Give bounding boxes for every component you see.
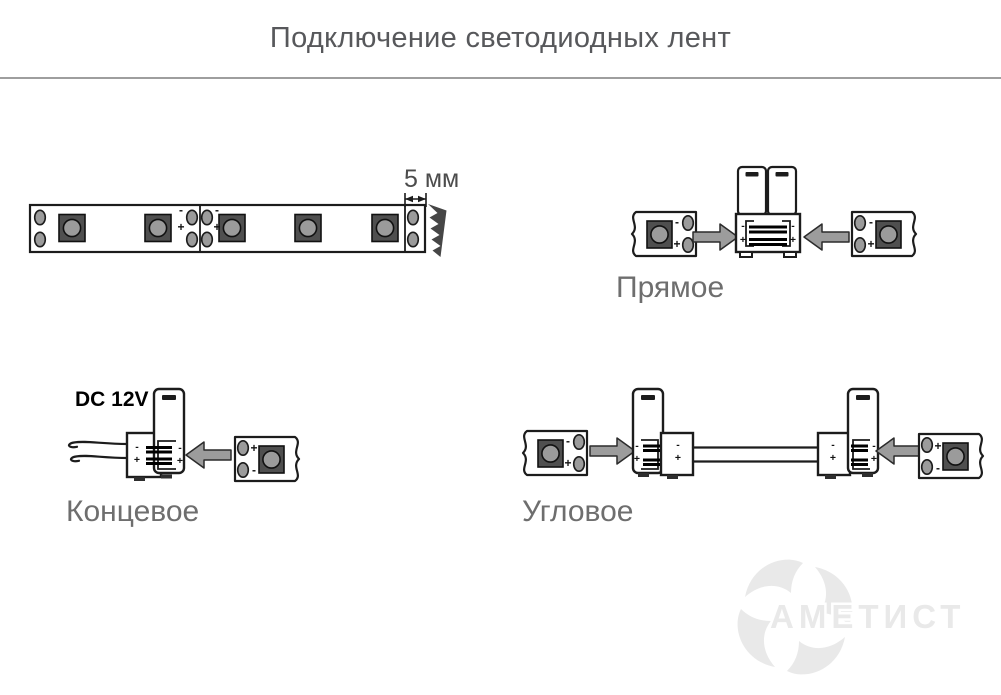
- connector-latch: [766, 165, 798, 217]
- contact-pins: [146, 446, 172, 465]
- arrow-left-icon: [185, 441, 232, 469]
- polarity-plus: +: [250, 441, 257, 455]
- led-chips: [58, 213, 399, 243]
- title-divider: [0, 77, 1001, 79]
- polarity-plus: +: [634, 453, 640, 465]
- polarity-minus: -: [791, 220, 795, 232]
- connector-foot: [667, 475, 678, 479]
- connector-foot: [783, 251, 797, 258]
- connector-contacts: [157, 440, 176, 470]
- polarity-minus: -: [215, 203, 219, 217]
- polarity-minus: -: [635, 440, 639, 452]
- polarity-minus: -: [179, 203, 183, 217]
- polarity-plus: +: [790, 234, 796, 246]
- corner-connection-label: Угловое: [522, 495, 634, 528]
- end-connection-label: Концевое: [66, 495, 200, 528]
- polarity-plus: +: [134, 454, 140, 466]
- polarity-plus: +: [830, 452, 836, 464]
- straight-connection-diagram: - + - + - + - +: [630, 165, 918, 258]
- connector-contacts: [641, 439, 659, 470]
- connector-link-wires: [691, 446, 822, 463]
- polarity-minus: -: [135, 441, 139, 453]
- page-title: Подключение светодиодных лент: [269, 22, 732, 54]
- polarity-plus: +: [673, 237, 680, 251]
- polarity-plus: +: [934, 439, 941, 453]
- connector-foot: [638, 473, 649, 477]
- corner-connector-left: - + - +: [631, 387, 695, 479]
- connector-foot: [825, 475, 836, 479]
- dimension-marks: [404, 193, 427, 207]
- contact-pins: [851, 444, 868, 466]
- brand-watermark: АМЕТИСТ: [737, 559, 965, 675]
- polarity-minus: -: [872, 440, 876, 452]
- polarity-minus: -: [936, 461, 940, 475]
- polarity-plus: +: [564, 456, 571, 470]
- led-strip: - + - +: [28, 203, 427, 254]
- polarity-minus: -: [676, 439, 680, 451]
- led-strip-piece: [521, 429, 589, 477]
- contact-pins: [643, 444, 660, 466]
- brand-name: АМЕТИСТ: [770, 598, 965, 635]
- connector-latch: [736, 165, 768, 217]
- end-connection-diagram: DC 12V - + - + + -: [67, 387, 301, 483]
- dimension-label: 5 мм: [404, 165, 459, 193]
- solder-pads: [33, 209, 420, 248]
- connector-foot: [862, 473, 873, 477]
- scissors-icon: [428, 204, 447, 257]
- polarity-minus: -: [831, 439, 835, 451]
- polarity-minus: -: [178, 442, 182, 454]
- straight-connection-label: Прямое: [616, 271, 725, 304]
- polarity-plus: +: [675, 452, 681, 464]
- polarity-minus: -: [252, 463, 256, 477]
- straight-connector: - + - +: [734, 165, 802, 258]
- connector-foot: [739, 251, 753, 258]
- polarity-plus: +: [177, 455, 183, 467]
- corner-connector-right: - + - +: [816, 387, 880, 479]
- corner-connection-diagram: - + - + - +: [521, 387, 985, 480]
- connector-contacts: [852, 439, 870, 470]
- power-label: DC 12V: [75, 388, 149, 411]
- polarity-minus: -: [869, 215, 873, 229]
- polarity-plus: +: [871, 453, 877, 465]
- connector-foot: [134, 477, 145, 481]
- contact-pins: [749, 225, 787, 246]
- polarity-minus: -: [741, 220, 745, 232]
- arrow-left-icon: [803, 223, 850, 251]
- polarity-minus: -: [675, 215, 679, 229]
- led-strip-piece: [917, 432, 985, 480]
- arrow-left-icon: [875, 437, 922, 465]
- brand-logo-icon: [737, 559, 853, 675]
- polarity-plus: +: [213, 220, 220, 234]
- led-strip-piece: [233, 435, 301, 483]
- power-wires: [67, 440, 131, 463]
- polarity-plus: +: [867, 237, 874, 251]
- led-strip-piece: [630, 210, 698, 258]
- end-connector: - + - +: [125, 387, 186, 481]
- connector-foot: [161, 474, 172, 479]
- polarity-plus: +: [740, 234, 746, 246]
- arrow-right-icon: [692, 223, 739, 251]
- led-strip-illustration: - + - + 5 мм: [28, 165, 459, 257]
- arrow-right-icon: [589, 437, 636, 465]
- led-strip-piece: [850, 210, 918, 258]
- polarity-plus: +: [177, 220, 184, 234]
- polarity-minus: -: [566, 434, 570, 448]
